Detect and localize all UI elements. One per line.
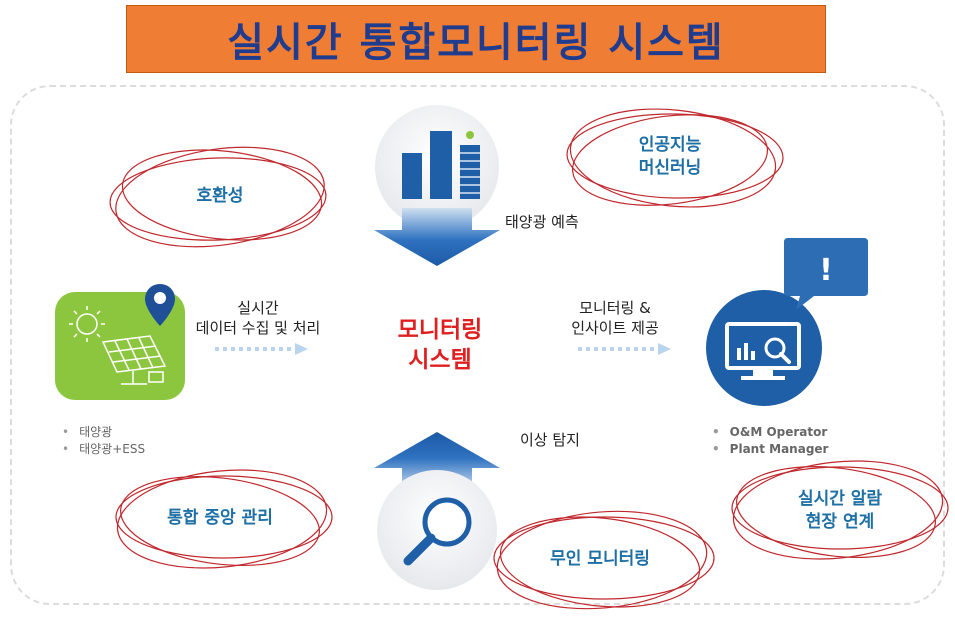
feature-central: 통합 중앙 관리 — [167, 508, 273, 528]
center-line2: 시스템 — [408, 346, 472, 373]
bar-chart-icon — [375, 105, 499, 229]
ring-alarm — [731, 460, 949, 560]
ring-central — [115, 469, 333, 569]
user-item: Plant Manager — [712, 441, 829, 458]
ring-ai — [566, 108, 784, 208]
source-item: 태양광 — [62, 424, 145, 441]
page-title: 실시간 통합모니터링 시스템 — [227, 20, 725, 66]
center-line1: 모니터링 — [397, 317, 483, 343]
source-item: 태양광+ESS — [62, 441, 145, 458]
svg-text:!: ! — [819, 253, 833, 288]
feature-compat: 호환성 — [196, 186, 244, 206]
feature-alarm: 실시간 알람 현장 연계 — [760, 488, 920, 534]
title-bar: 실시간 통합모니터링 시스템 — [126, 5, 826, 73]
solar-panel-icon — [55, 292, 185, 400]
ring-compat — [109, 146, 327, 248]
user-list: O&M Operator Plant Manager — [712, 424, 829, 458]
magnifier-icon — [377, 470, 497, 590]
alert-icon: ! — [784, 238, 868, 310]
feature-alarm-line2: 현장 연계 — [805, 511, 875, 532]
feature-ai-line1: 인공지능 — [638, 135, 702, 155]
feature-alarm-line1: 실시간 알람 — [797, 489, 883, 509]
feature-ai: 인공지능 머신러닝 — [600, 134, 740, 180]
ring-unmanned — [493, 510, 715, 610]
caption-insight-line1: 모니터링 & — [579, 299, 651, 317]
feature-ai-line2: 머신러닝 — [638, 157, 702, 178]
source-list: 태양광 태양광+ESS — [62, 424, 145, 458]
insight-flow-arrow — [578, 343, 671, 355]
user-item: O&M Operator — [712, 424, 828, 441]
feature-unmanned: 무인 모니터링 — [550, 549, 650, 569]
caption-collect-line1: 실시간 — [237, 299, 279, 317]
monitor-icon — [706, 290, 822, 406]
caption-forecast: 태양광 예측 — [505, 213, 579, 231]
center-system-label: 모니터링 시스템 — [360, 316, 520, 376]
diagram-frame — [10, 85, 945, 605]
down-arrow-icon — [374, 208, 500, 266]
caption-insight-line2: 인사이트 제공 — [571, 319, 659, 338]
up-arrow-icon — [374, 432, 500, 490]
caption-collect-line2: 데이터 수집 및 처리 — [195, 319, 321, 338]
caption-anomaly: 이상 탐지 — [520, 431, 580, 449]
location-pin-icon — [145, 284, 175, 326]
caption-insight: 모니터링 & 인사이트 제공 — [540, 298, 690, 339]
caption-collect: 실시간 데이터 수집 및 처리 — [168, 298, 348, 339]
collect-flow-arrow — [215, 343, 308, 355]
